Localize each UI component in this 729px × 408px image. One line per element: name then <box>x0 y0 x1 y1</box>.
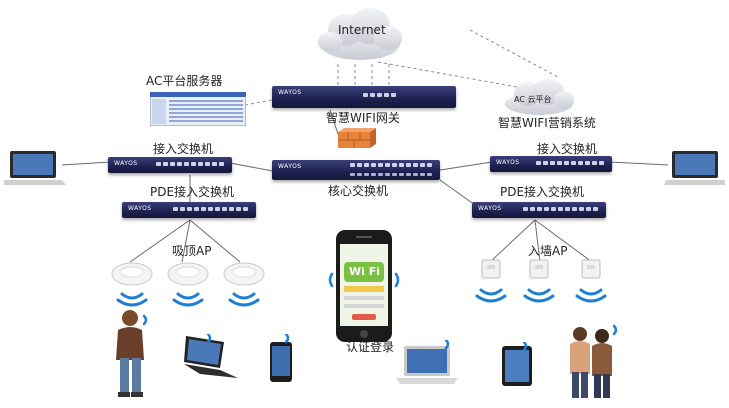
wall-ap-label: 入墙AP <box>528 244 568 258</box>
couple-users-icon <box>570 324 618 398</box>
core-switch-device: WAYOS <box>272 160 440 180</box>
ceiling-ap-icon <box>111 262 153 286</box>
access-switch-left-label: 接入交换机 <box>153 142 214 156</box>
gateway-label: 智慧WIFI网关 <box>326 111 400 125</box>
ac-cloud-label: AC 云平台 <box>514 95 552 104</box>
core-switch-brand: WAYOS <box>278 163 302 170</box>
poe-switch-right-device: WAYOS <box>472 202 606 218</box>
access-switch-left-device: WAYOS <box>108 157 232 173</box>
gateway-brand: WAYOS <box>278 89 302 96</box>
wall-ap-icon <box>481 259 501 279</box>
internet-cloud-icon <box>318 8 402 60</box>
laptop-left-icon <box>4 151 66 185</box>
firewall-icon <box>338 128 376 148</box>
auth-login-label: 认证登录 <box>346 340 395 354</box>
ceiling-ap-label: 吸顶AP <box>172 244 212 258</box>
access-switch-right-device: WAYOS <box>490 156 612 172</box>
wifi-badge-text: Wi Fi <box>349 265 381 278</box>
gateway-device: WAYOS <box>272 86 456 108</box>
ac-cloud-icon <box>505 79 574 115</box>
access-switch-right-label: 接入交换机 <box>537 142 598 156</box>
laptop-bottom-icon <box>184 334 238 378</box>
ceiling-ap-group <box>111 262 265 307</box>
internet-label: Internet <box>338 23 386 37</box>
poe-switch-left-device: WAYOS <box>122 202 256 218</box>
tablet-icon <box>502 342 532 386</box>
macbook-icon <box>396 340 458 384</box>
poe-switch-right-label: PDE接入交换机 <box>500 185 585 199</box>
laptop-right-icon <box>664 151 726 185</box>
smartphone-wifi-icon <box>328 230 400 342</box>
poe-switch-left-label: PDE接入交换机 <box>150 185 235 199</box>
person-user-icon <box>116 310 148 397</box>
ac-server-label: AC平台服务器 <box>146 74 223 88</box>
poe-right-brand: WAYOS <box>478 205 502 212</box>
poe-left-brand: WAYOS <box>128 205 152 212</box>
access-left-brand: WAYOS <box>114 160 138 167</box>
marketing-label: 智慧WIFI营销系统 <box>498 116 596 130</box>
access-right-brand: WAYOS <box>496 159 520 166</box>
ac-server-screen-icon <box>150 92 246 126</box>
phone-bottom-icon <box>270 334 292 382</box>
wall-ap-group <box>475 259 607 303</box>
core-switch-label: 核心交换机 <box>328 184 389 198</box>
